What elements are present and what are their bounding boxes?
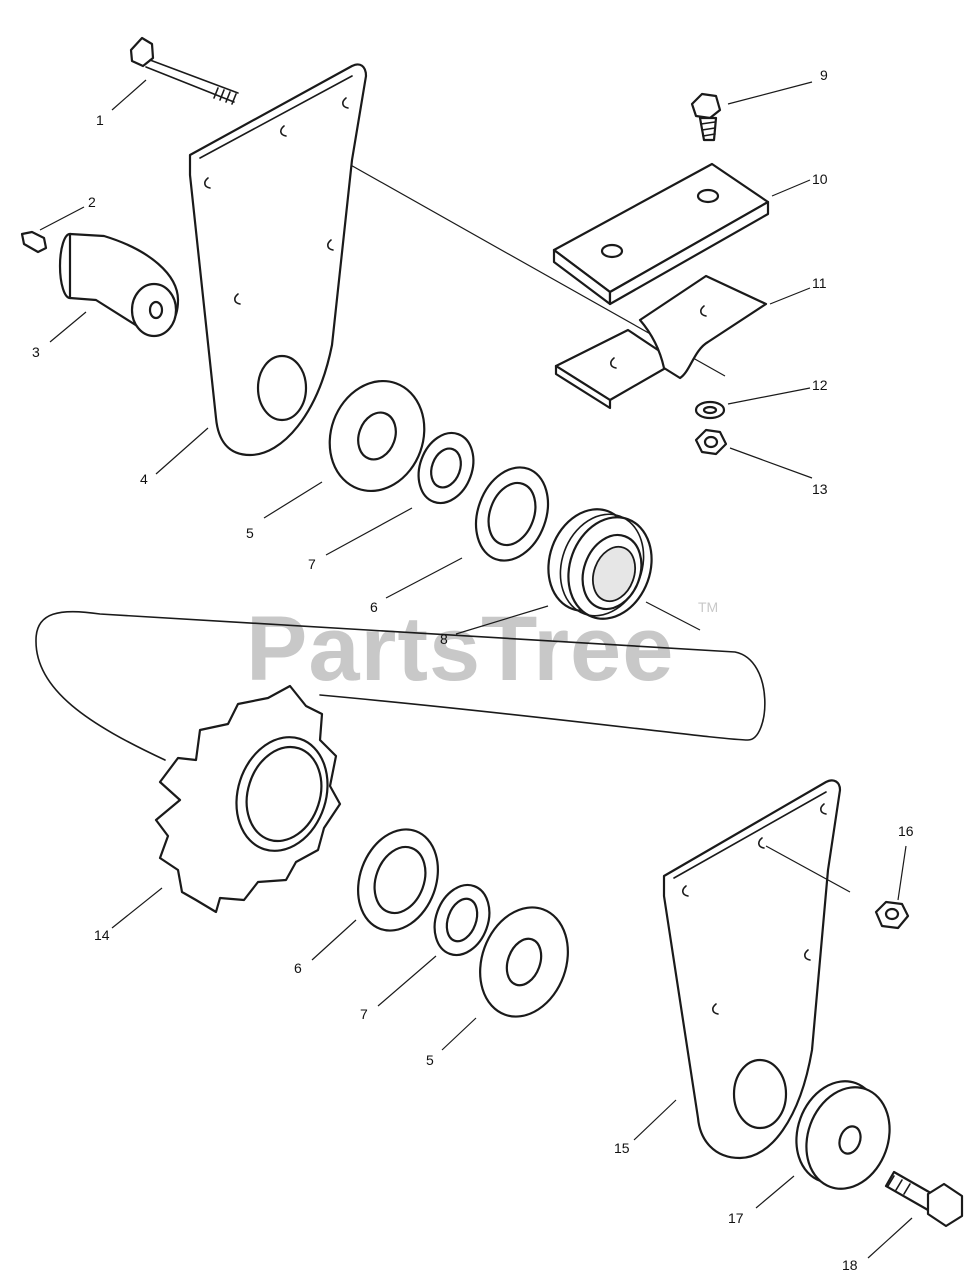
callout-12: 12 xyxy=(812,377,828,393)
callout-13: 13 xyxy=(812,481,828,497)
part-3-bushing xyxy=(49,232,180,343)
part-9-bolt xyxy=(690,81,813,142)
part-2-grease-fitting xyxy=(20,206,85,254)
callout-3: 3 xyxy=(32,344,40,360)
callout-7-upper: 7 xyxy=(308,556,316,572)
callout-5-lower: 5 xyxy=(426,1052,434,1068)
part-6-seal-lower xyxy=(311,828,439,961)
callout-9: 9 xyxy=(820,67,828,83)
callout-1: 1 xyxy=(96,112,104,128)
callout-2: 2 xyxy=(88,194,96,210)
callout-6-upper: 6 xyxy=(370,599,378,615)
callout-11: 11 xyxy=(812,275,827,291)
part-1-bolt xyxy=(111,36,239,111)
watermark: PartsTree TM xyxy=(246,598,718,700)
part-6-seal-upper xyxy=(385,466,550,599)
part-17-pulley xyxy=(755,1080,891,1209)
callout-7-lower: 7 xyxy=(360,1006,368,1022)
callout-8: 8 xyxy=(440,631,448,647)
part-14-sprocket xyxy=(111,684,342,929)
callout-17: 17 xyxy=(728,1210,744,1226)
callout-6-lower: 6 xyxy=(294,960,302,976)
callout-16: 16 xyxy=(898,823,914,839)
watermark-trademark: TM xyxy=(698,599,718,615)
callout-10: 10 xyxy=(812,171,828,187)
callout-4: 4 xyxy=(140,471,148,487)
part-16-nut xyxy=(874,845,910,930)
part-12-washer xyxy=(694,387,811,420)
callout-5-upper: 5 xyxy=(246,525,254,541)
part-10-clamp-plate xyxy=(552,162,811,306)
callout-15: 15 xyxy=(614,1140,630,1156)
part-13-nut xyxy=(694,428,813,479)
part-5-washer-upper xyxy=(263,379,426,519)
part-18-bolt xyxy=(867,1170,964,1259)
part-4-bracket xyxy=(155,63,368,475)
callout-18: 18 xyxy=(842,1257,858,1273)
chain-loop xyxy=(35,610,766,761)
part-8-bearing xyxy=(455,508,701,635)
part-5-washer-lower xyxy=(441,906,569,1051)
callout-14: 14 xyxy=(94,927,110,943)
part-7-spacer-lower xyxy=(377,883,491,1007)
part-11-bent-bracket xyxy=(554,274,811,410)
part-15-bracket xyxy=(633,779,851,1160)
part-7-spacer-upper xyxy=(325,431,475,556)
callout-labels: 1 2 3 4 5 7 6 8 9 10 11 12 13 14 6 7 5 1… xyxy=(32,67,914,1273)
